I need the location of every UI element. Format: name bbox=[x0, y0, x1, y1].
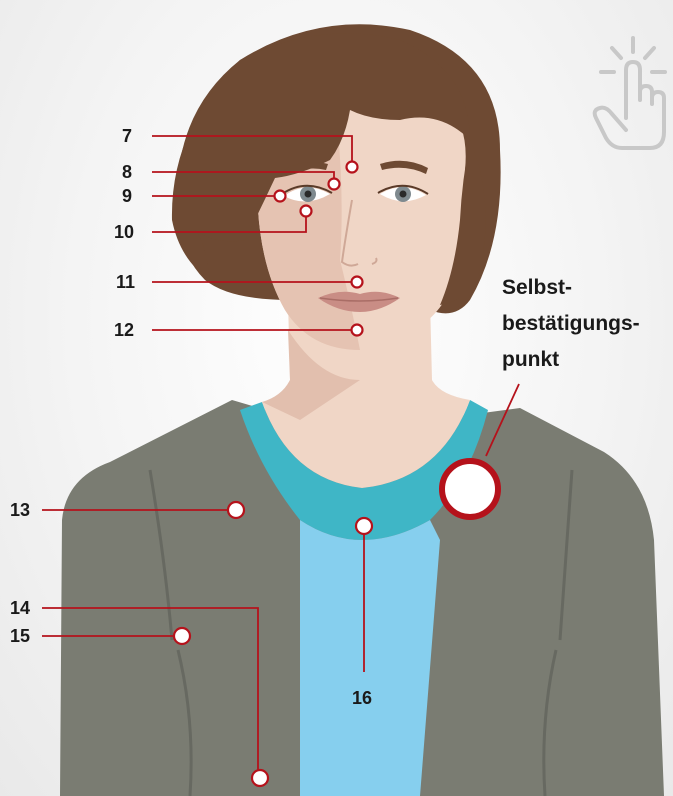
point-8-marker[interactable] bbox=[329, 179, 340, 190]
point-label-13: 13 bbox=[10, 500, 30, 520]
point-label-10: 10 bbox=[114, 222, 134, 242]
point-14-marker[interactable] bbox=[252, 770, 268, 786]
self-confirm-label-line2: bestätigungs- bbox=[502, 312, 640, 335]
point-9-marker[interactable] bbox=[275, 191, 286, 202]
self-confirm-point-marker[interactable] bbox=[442, 461, 498, 517]
point-label-16: 16 bbox=[352, 688, 372, 708]
point-11-marker[interactable] bbox=[352, 277, 363, 288]
point-label-8: 8 bbox=[122, 162, 132, 182]
self-confirm-label-line3: punkt bbox=[502, 348, 559, 371]
point-10-marker[interactable] bbox=[301, 206, 312, 217]
point-label-14: 14 bbox=[10, 598, 30, 618]
point-label-11: 11 bbox=[116, 272, 135, 292]
point-label-15: 15 bbox=[10, 626, 30, 646]
point-15-marker[interactable] bbox=[174, 628, 190, 644]
point-label-9: 9 bbox=[122, 186, 132, 206]
point-12-marker[interactable] bbox=[352, 325, 363, 336]
touch-hand-icon bbox=[595, 38, 665, 148]
point-13-marker[interactable] bbox=[228, 502, 244, 518]
shirt bbox=[300, 540, 440, 796]
point-7-marker[interactable] bbox=[347, 162, 358, 173]
point-label-12: 12 bbox=[114, 320, 134, 340]
self-confirm-label-line1: Selbst- bbox=[502, 276, 572, 299]
point-label-7: 7 bbox=[122, 126, 132, 146]
point-16-marker[interactable] bbox=[356, 518, 372, 534]
